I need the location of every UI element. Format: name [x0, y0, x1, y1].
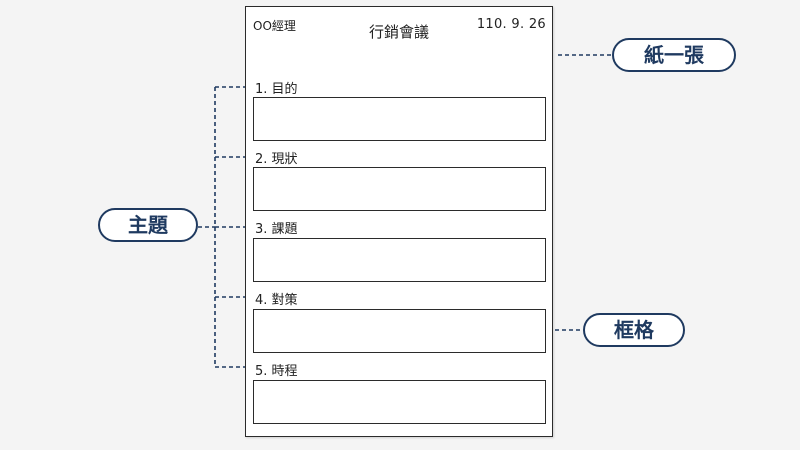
- section-frame: [253, 380, 546, 424]
- section-frame: [253, 167, 546, 211]
- section-frame: [253, 238, 546, 282]
- callout-frame: 框格: [583, 313, 685, 347]
- callout-sheet: 紙一張: [612, 38, 736, 72]
- section-frame: [253, 309, 546, 353]
- section-label: 3. 課題: [255, 222, 298, 237]
- paper-sheet: OO經理 行銷會議 110. 9. 26 1. 目的 2. 現狀 3. 課題 4…: [245, 6, 553, 437]
- section-label: 1. 目的: [255, 82, 298, 97]
- sheet-date: 110. 9. 26: [476, 17, 546, 32]
- header-left: OO經理: [253, 19, 296, 33]
- section-label: 2. 現狀: [255, 152, 298, 167]
- section-frame: [253, 97, 546, 141]
- sheet-title: 行銷會議: [368, 23, 429, 41]
- section-label: 5. 時程: [255, 364, 298, 379]
- section-label: 4. 對策: [255, 293, 298, 308]
- callout-topic: 主題: [98, 208, 198, 242]
